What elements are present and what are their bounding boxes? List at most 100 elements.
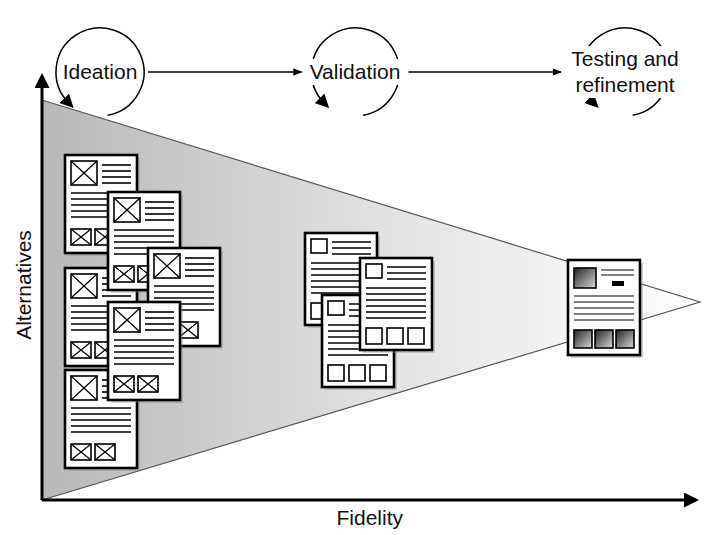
- image-box: [311, 239, 327, 253]
- cycle-arc: [56, 28, 144, 115]
- image-box: [387, 328, 403, 344]
- text-line: [114, 198, 140, 222]
- image-box: [328, 365, 344, 381]
- text-line: [114, 229, 174, 231]
- text-line: [601, 274, 634, 275]
- text-line: [114, 235, 174, 237]
- text-line: [114, 266, 134, 282]
- image-placeholder: [71, 444, 91, 460]
- wireframe-page: [108, 192, 183, 293]
- page-outline: [108, 302, 180, 400]
- text-line: [71, 274, 97, 298]
- text-line: [114, 339, 174, 341]
- text-line: [114, 376, 134, 392]
- image-box: [595, 330, 613, 348]
- text-line: [114, 363, 174, 365]
- image-placeholder: [114, 308, 140, 332]
- text-line: [71, 229, 91, 245]
- text-line: [332, 253, 371, 255]
- text-line: [138, 376, 158, 392]
- stage-loop: Validation: [302, 24, 409, 120]
- text-line: [114, 198, 140, 222]
- text-line: [71, 376, 97, 400]
- wireframe-page: [108, 302, 183, 403]
- image-placeholder: [95, 444, 115, 460]
- text-line: [138, 376, 158, 392]
- text-line: [387, 266, 426, 268]
- text-line: [71, 161, 97, 185]
- text-line: [154, 254, 180, 278]
- page-outline: [568, 260, 640, 355]
- text-line: [366, 311, 426, 313]
- text-line: [387, 278, 426, 280]
- funnel-triangle: [42, 100, 700, 500]
- text-line: [332, 247, 371, 249]
- x-axis-label: Fidelity: [335, 506, 406, 530]
- text-line: [71, 161, 97, 185]
- image-box: [408, 328, 424, 344]
- text-line: [71, 419, 131, 421]
- text-line: [145, 219, 174, 221]
- text-line: [387, 272, 426, 274]
- text-line: [95, 444, 115, 460]
- text-line: [145, 317, 174, 319]
- text-line: [71, 413, 131, 415]
- image-placeholder: [114, 376, 134, 392]
- text-line: [102, 164, 131, 166]
- image-placeholder: [71, 376, 97, 400]
- text-line: [71, 229, 91, 245]
- y-axis: [41, 76, 44, 500]
- text-line: [71, 342, 91, 358]
- wireframe-page: [568, 260, 643, 358]
- dark-block: [612, 281, 624, 286]
- text-line: [114, 376, 134, 392]
- text-line: [114, 345, 174, 347]
- image-placeholder: [71, 342, 91, 358]
- image-placeholder: [154, 254, 180, 278]
- page-outline: [65, 370, 137, 468]
- text-line: [145, 311, 174, 313]
- text-line: [574, 313, 634, 314]
- text-line: [145, 329, 174, 331]
- text-line: [102, 182, 131, 184]
- text-line: [71, 444, 91, 460]
- text-line: [114, 351, 174, 353]
- text-line: [114, 308, 140, 332]
- stage-label: Testing and refinement: [567, 46, 683, 99]
- image-box: [574, 330, 592, 348]
- x-axis: [42, 499, 696, 502]
- stage-label: Validation: [308, 59, 403, 85]
- image-placeholder: [114, 198, 140, 222]
- text-line: [328, 354, 388, 356]
- text-line: [332, 241, 371, 243]
- image-box: [328, 301, 344, 315]
- text-line: [154, 297, 214, 299]
- text-line: [366, 293, 426, 295]
- stage-loop: Testing and refinement: [561, 24, 689, 120]
- image-box: [616, 330, 634, 348]
- text-line: [366, 287, 426, 289]
- text-line: [145, 207, 174, 209]
- text-line: [71, 274, 97, 298]
- text-line: [71, 407, 131, 409]
- text-line: [574, 301, 634, 302]
- text-line: [185, 257, 214, 259]
- flow-arrow: [148, 71, 302, 72]
- image-box: [370, 365, 386, 381]
- image-placeholder: [71, 274, 97, 298]
- image-placeholder: [71, 229, 91, 245]
- image-box: [574, 268, 596, 288]
- text-line: [185, 269, 214, 271]
- text-line: [185, 263, 214, 265]
- y-axis-label: Alternatives: [12, 228, 36, 342]
- text-line: [574, 307, 634, 308]
- text-line: [154, 285, 214, 287]
- text-line: [71, 444, 91, 460]
- text-line: [574, 295, 634, 296]
- page-outline: [360, 258, 432, 350]
- wireframe-page: [65, 370, 140, 471]
- text-line: [601, 269, 634, 270]
- text-line: [185, 275, 214, 277]
- text-line: [574, 319, 634, 320]
- stage-label: Ideation: [61, 59, 140, 85]
